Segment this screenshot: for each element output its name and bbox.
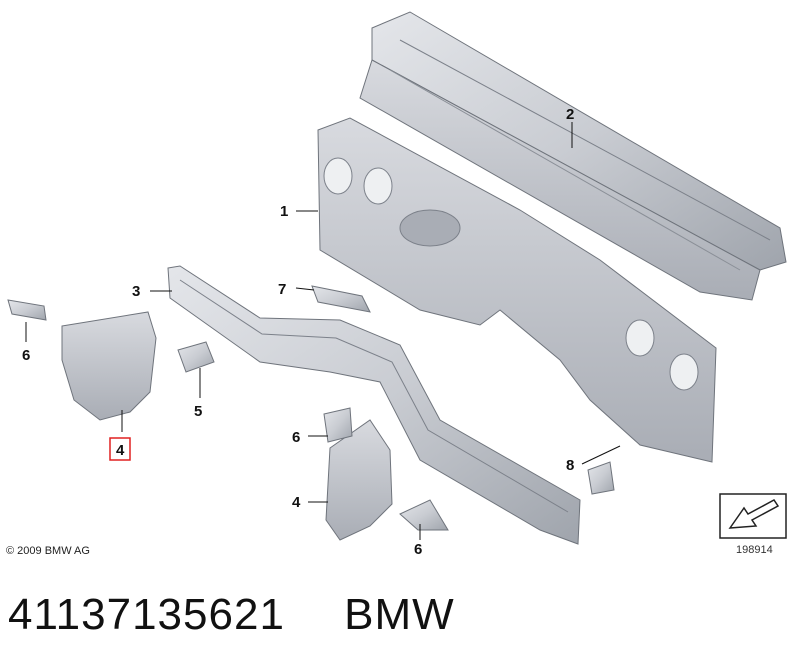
copyright-text: © 2009 BMW AG	[6, 545, 90, 557]
bracket-6-middle-part	[323, 407, 353, 443]
orientation-arrow-icon	[719, 493, 787, 539]
part-number: 41137135621	[8, 590, 285, 639]
bracket-6-upper-part	[7, 299, 47, 321]
wheelarch-bracket-left-part	[61, 311, 157, 421]
callout-6-middle: 6	[292, 429, 300, 446]
callout-7: 7	[278, 281, 286, 298]
callout-1: 1	[280, 203, 288, 220]
callout-3: 3	[132, 283, 140, 300]
cowl-crossmember-part	[359, 11, 787, 301]
callout-4-lower: 4	[292, 494, 301, 511]
reference-number: 198914	[736, 544, 773, 556]
callout-5: 5	[194, 403, 202, 420]
wheelhouse-rail-part	[167, 265, 581, 545]
callout-4-highlight-box	[109, 437, 131, 461]
bulkhead-part	[317, 117, 717, 463]
bracket-5-part	[177, 341, 215, 373]
callout-6-upper: 6	[22, 347, 30, 364]
bracket-7-part	[311, 285, 371, 313]
bracket-6-lower-part	[399, 499, 449, 531]
caption: 41137135621 BMW	[8, 590, 455, 646]
callout-8: 8	[566, 457, 574, 474]
callout-2: 2	[566, 106, 574, 123]
bracket-8-part	[587, 461, 615, 495]
wheelarch-bracket-lower-part	[325, 419, 393, 541]
leader-lines	[25, 122, 621, 540]
brand-name: BMW	[344, 590, 455, 639]
callout-6-lower: 6	[414, 541, 422, 558]
callout-4-highlighted: 4	[116, 442, 125, 459]
